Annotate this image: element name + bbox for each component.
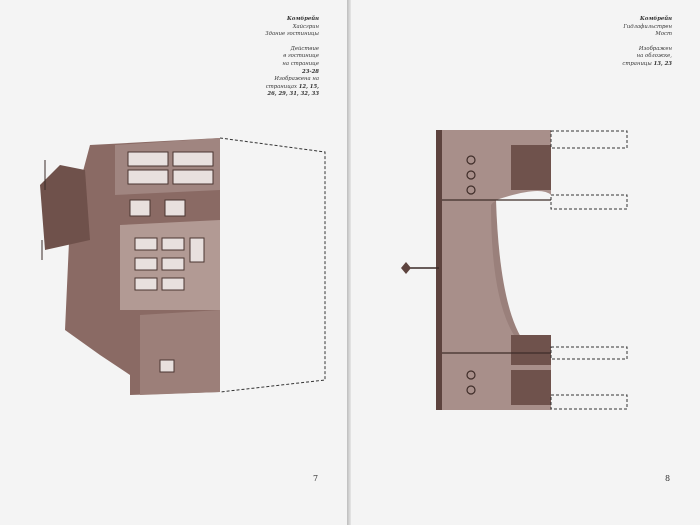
caption-shown-pages-b: 26, 29, 31, 32, 33	[267, 91, 319, 98]
bridge-drawing	[401, 130, 628, 410]
caption-title: Комбрейн	[287, 16, 319, 22]
caption-object: Мост	[655, 31, 672, 38]
caption-action-pages: 23-28	[302, 68, 319, 75]
caption-shown-pages-a: 12, 15,	[298, 83, 319, 90]
caption-action-line2: в гостинице	[283, 53, 319, 60]
caption-object: Здание гостиницы	[265, 31, 319, 38]
location-caption: Комбрейн Гидлафильстрен Мост Изображен н…	[592, 16, 672, 69]
caption-shown-line3: страницы	[622, 60, 652, 67]
book-gutter	[347, 0, 351, 525]
caption-title: Комбрейн	[640, 16, 672, 22]
caption-shown-line2: страницах	[265, 83, 298, 90]
caption-shown-line1: Изображена на	[274, 76, 319, 83]
caption-action-line3: на странице	[282, 60, 319, 67]
page-number: 8	[665, 474, 671, 483]
page-number: 7	[313, 474, 319, 483]
caption-action-line1: Действие	[290, 45, 319, 52]
caption-location: Хайсгрин	[292, 23, 319, 30]
left-page: Комбрейн Хайсгрин Здание гостиницы Дейст…	[0, 0, 347, 525]
right-page: Комбрейн Гидлафильстрен Мост Изображен н…	[351, 0, 700, 525]
caption-shown-line1: Изображен	[638, 45, 672, 52]
hotel-building-drawing	[40, 137, 326, 395]
location-caption: Комбрейн Хайсгрин Здание гостиницы Дейст…	[239, 16, 319, 99]
caption-shown-pages: 13, 23	[653, 60, 672, 67]
caption-location: Гидлафильстрен	[623, 23, 672, 30]
caption-shown-line2: на обложке,	[636, 53, 672, 60]
